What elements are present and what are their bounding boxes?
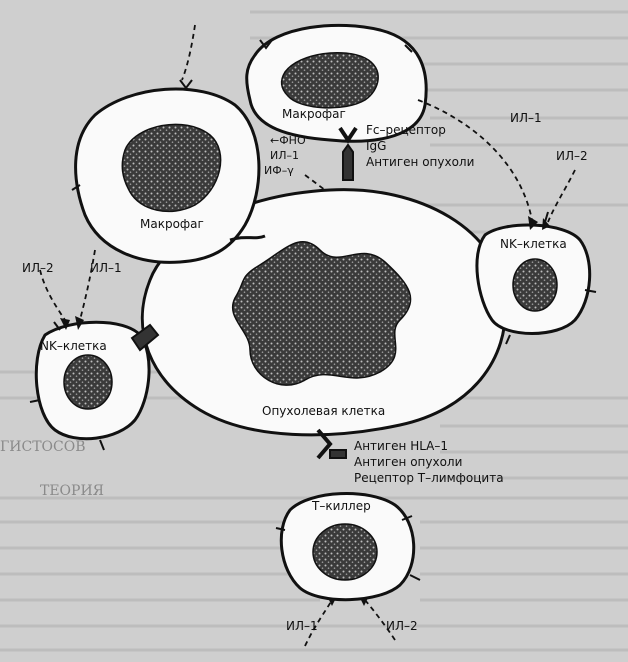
label-macrophage-left: Макрофаг	[140, 217, 204, 231]
label-il2-topright: ИЛ–2	[556, 149, 588, 163]
pseudopod	[229, 234, 266, 242]
label-il1-mac: ИЛ–1	[270, 149, 299, 162]
macrophage-top-cell	[245, 23, 428, 143]
label-il1-left: ИЛ–1	[90, 261, 122, 275]
cytokine-arrows	[39, 24, 576, 647]
label-nk-left: NK–клетка	[40, 339, 107, 353]
label-igg: IgG	[366, 139, 387, 153]
background-text-intro: ТЕОРИЯ	[40, 483, 104, 499]
label-t-receptor: Рецептор Т–лимфоцита	[354, 471, 504, 485]
receptor-symbols	[29, 39, 597, 581]
label-macrophage-top: Макрофаг	[282, 107, 346, 121]
macrophage-left-cell	[74, 87, 261, 264]
label-il1-topright: ИЛ–1	[510, 111, 542, 125]
label-hla: Антиген HLA–1	[354, 439, 449, 453]
label-tumor-antigen-top: Антиген опухоли	[366, 155, 475, 169]
arrow-heads	[60, 216, 550, 606]
label-il2-left: ИЛ–2	[22, 261, 54, 275]
nk-left-cell	[34, 320, 151, 441]
tumor-cell	[140, 188, 507, 437]
nk-right-cell	[475, 223, 592, 335]
label-if: ИФ–γ	[264, 164, 294, 177]
label-fc-receptor: Fc–рецептор	[366, 123, 446, 137]
label-tumor-antigen-bottom: Антиген опухоли	[354, 455, 463, 469]
background-text-heading: ГИСТОСОВ	[0, 439, 86, 455]
label-tumor: Опухолевая клетка	[262, 404, 386, 418]
t-killer-cell	[279, 492, 416, 602]
label-nk-right: NK–клетка	[500, 237, 567, 251]
label-t-killer: Т–киллер	[312, 499, 371, 513]
label-il2-bottom: ИЛ–2	[386, 619, 418, 633]
label-il1-bottom: ИЛ–1	[286, 619, 318, 633]
label-tnf: ←ФНО	[270, 134, 306, 147]
